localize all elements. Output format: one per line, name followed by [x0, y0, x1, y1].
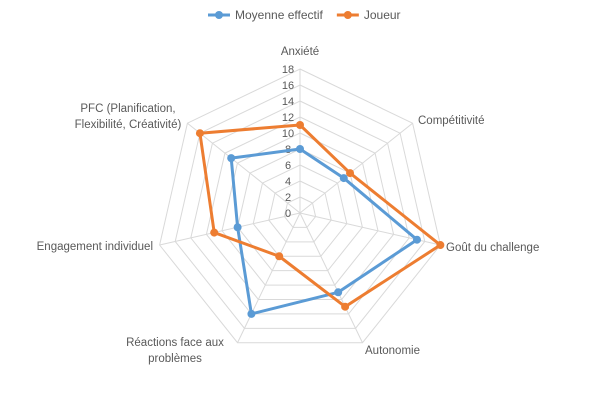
legend-item: Moyenne effectif: [208, 8, 323, 22]
category-label: Compétitivité: [418, 115, 484, 127]
category-label: Engagement individuel: [37, 241, 153, 253]
axis-spoke: [299, 212, 363, 343]
series-line: [198, 123, 442, 309]
grid-ring: [252, 164, 348, 257]
tick-label: 18: [282, 64, 294, 76]
grid-ring: [174, 84, 426, 329]
data-point: [233, 223, 242, 232]
data-point: [296, 121, 304, 129]
grid-ring: [268, 180, 332, 243]
category-label: Autonomie: [365, 345, 420, 357]
tick-label: 10: [282, 128, 294, 140]
axis-spoke: [187, 122, 301, 214]
grid-ring: [159, 68, 441, 344]
data-point: [210, 228, 219, 237]
data-point: [412, 235, 421, 244]
tick-label: 6: [285, 160, 291, 172]
category-label: PFC (Planification,Flexibilité, Créativi…: [75, 103, 182, 131]
data-point: [227, 154, 236, 163]
tick-label: 14: [282, 96, 294, 108]
data-point: [436, 241, 445, 250]
grid-ring: [221, 132, 379, 286]
data-point: [195, 129, 204, 138]
tick-label: 16: [282, 80, 294, 92]
axis-spoke: [237, 212, 301, 343]
data-point: [247, 309, 256, 318]
data-point: [346, 169, 355, 178]
data-point: [275, 252, 284, 261]
data-point: [339, 174, 348, 183]
grid-ring: [283, 196, 317, 228]
category-label: Goût du challenge: [446, 242, 539, 254]
grid-ring: [205, 116, 395, 300]
legend-item: Joueur: [336, 8, 401, 22]
tick-label: 12: [282, 112, 294, 124]
data-point: [296, 145, 304, 153]
category-label: Anxiété: [281, 46, 319, 58]
legend-label: Joueur: [364, 8, 401, 22]
legend-label: Moyenne effectif: [235, 8, 323, 22]
axis-spoke: [159, 212, 301, 246]
series-line: [229, 147, 419, 316]
data-point: [334, 288, 343, 297]
tick-label: 2: [285, 192, 291, 204]
grid-ring: [190, 100, 410, 315]
axis-spoke: [299, 122, 413, 214]
tick-label: 0: [285, 208, 291, 220]
tick-label: 4: [285, 176, 291, 188]
data-point: [341, 302, 350, 311]
